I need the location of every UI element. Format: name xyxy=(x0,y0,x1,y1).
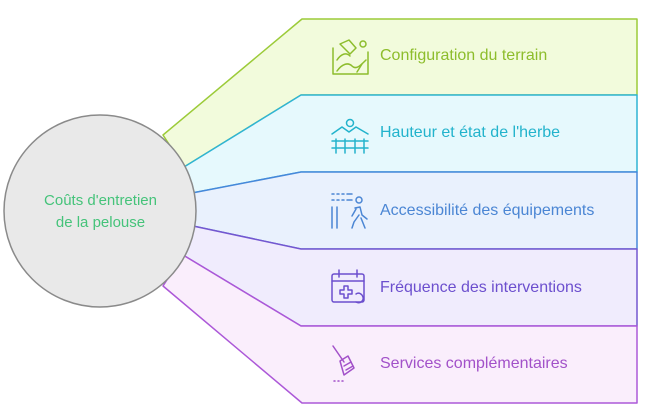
grass-fence-icon xyxy=(331,118,369,154)
band-services xyxy=(162,254,638,404)
terrain-map-icon xyxy=(332,39,369,75)
item-label-configuration: Configuration du terrain xyxy=(380,47,548,64)
broom-icon xyxy=(332,345,355,382)
center-circle xyxy=(3,114,197,308)
calendar-phone-icon xyxy=(331,269,365,304)
item-label-hauteur: Hauteur et état de l'herbe xyxy=(380,124,561,141)
item-label-services: Services complémentaires xyxy=(380,355,568,372)
item-label-accessibilite: Accessibilité des équipements xyxy=(380,202,595,219)
accessibility-icon xyxy=(331,193,368,229)
center-label-line1: Coûts d'entretien xyxy=(44,192,157,209)
item-label-frequence: Fréquence des interventions xyxy=(380,279,582,296)
center-label: Coûts d'entretien de la pelouse xyxy=(8,190,193,234)
center-label-line2: de la pelouse xyxy=(55,214,146,231)
